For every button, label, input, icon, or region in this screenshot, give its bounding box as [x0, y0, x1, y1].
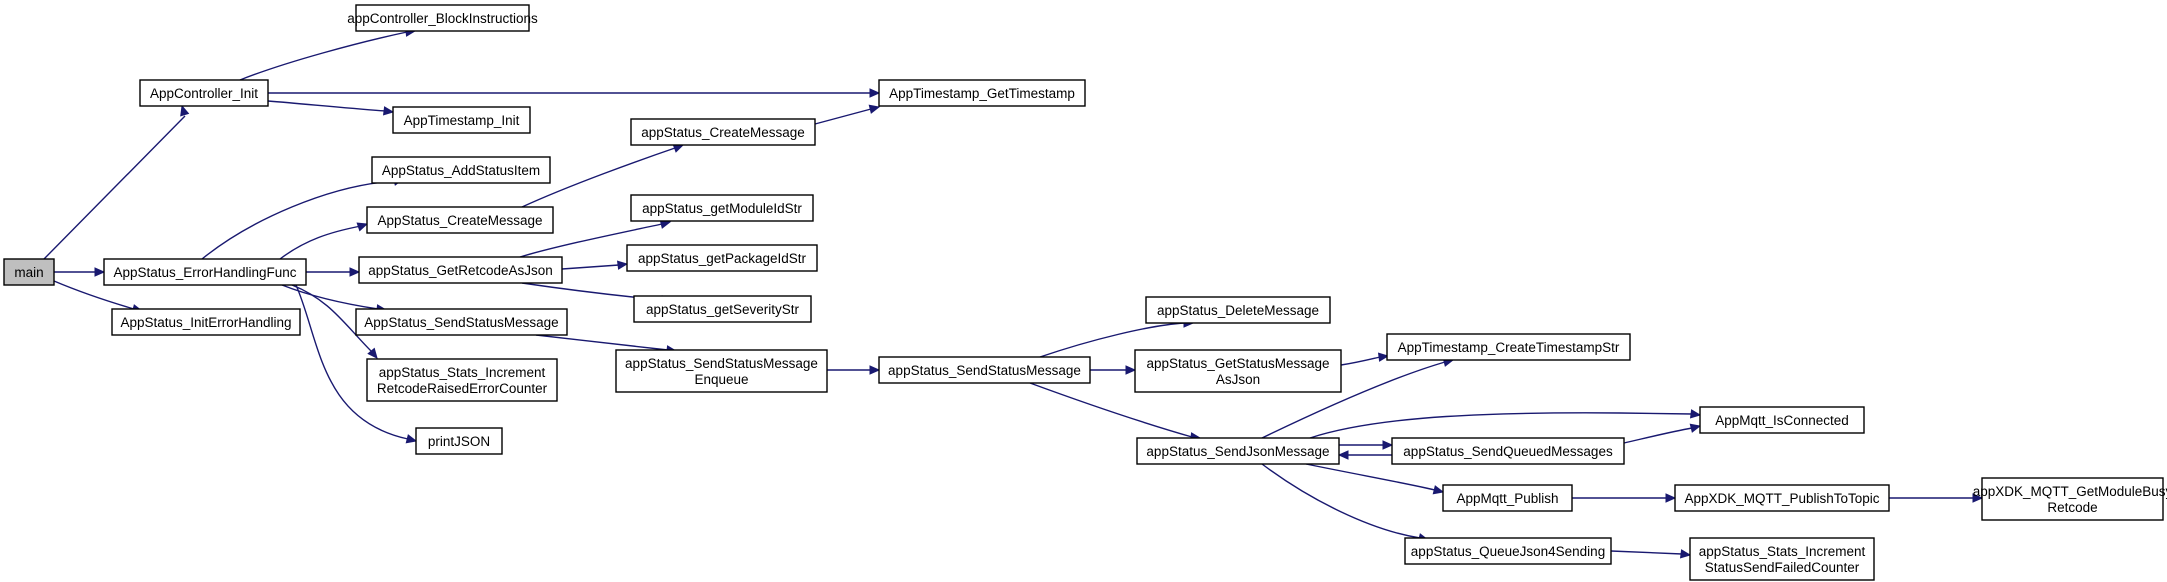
node-sev[interactable]: appStatus_getSeverityStr — [633, 295, 812, 323]
node-label: AppMqtt_IsConnected — [1715, 413, 1849, 428]
edge-main-to-init_err — [53, 280, 144, 314]
edge-send_status-to-get_status_json — [1090, 365, 1137, 375]
edge-send_queued-to-is_connected — [1623, 423, 1702, 444]
node-label: AppMqtt_Publish — [1456, 491, 1558, 506]
node-label: appStatus_SendStatusMessage — [625, 356, 818, 371]
node-err-func[interactable]: AppStatus_ErrorHandlingFunc — [103, 258, 307, 286]
node-label: Retcode — [2047, 500, 2097, 515]
node-get-retcode[interactable]: appStatus_GetRetcodeAsJson — [358, 256, 563, 284]
node-send-queued[interactable]: appStatus_SendQueuedMessages — [1391, 437, 1625, 465]
node-main[interactable]: main — [3, 258, 55, 286]
node-label: appController_BlockInstructions — [347, 11, 538, 26]
node-stats-failed[interactable]: appStatus_Stats_IncrementStatusSendFaile… — [1689, 537, 1875, 581]
edge-queue_json-to-stats_failed — [1610, 549, 1692, 559]
node-label: appStatus_SendStatusMessage — [888, 363, 1081, 378]
edge-err_func-to-get_retcode — [306, 267, 361, 277]
edges-layer — [43, 27, 1984, 559]
node-label: appStatus_getSeverityStr — [646, 302, 800, 317]
edge-ac_init-to-ts_init — [267, 100, 395, 116]
node-ts-get[interactable]: AppTimestamp_GetTimestamp — [878, 79, 1086, 107]
edge-err_func-to-stats_raised — [291, 284, 378, 359]
node-create-msg-pub[interactable]: AppStatus_CreateMessage — [366, 206, 554, 234]
node-publish-topic[interactable]: AppXDK_MQTT_PublishToTopic — [1674, 484, 1890, 512]
edge-publish-to-publish_topic — [1572, 493, 1677, 503]
edge-send_queued-to-send_json — [1337, 450, 1392, 460]
node-label: AppController_Init — [150, 86, 258, 101]
node-ac-block[interactable]: appController_BlockInstructions — [347, 4, 538, 32]
edge-get_retcode-to-pkg_id — [561, 260, 629, 270]
node-label: appStatus_SendJsonMessage — [1146, 444, 1329, 459]
node-create-msg[interactable]: appStatus_CreateMessage — [630, 118, 816, 146]
edge-send_json-to-publish — [1305, 463, 1445, 495]
node-label: RetcodeRaisedErrorCounter — [377, 381, 548, 396]
edge-create_msg-to-ts_get — [814, 104, 881, 125]
node-ts-init[interactable]: AppTimestamp_Init — [392, 106, 531, 134]
node-label: appStatus_QueueJson4Sending — [1411, 544, 1605, 559]
node-label: AppStatus_ErrorHandlingFunc — [113, 265, 296, 280]
node-label: AppTimestamp_Init — [404, 113, 520, 128]
node-label: AppTimestamp_GetTimestamp — [889, 86, 1075, 101]
edge-main-to-err_func — [54, 267, 106, 277]
node-label: Enqueue — [694, 372, 748, 387]
edge-send_json-to-send_queued — [1339, 440, 1394, 450]
edge-main-to-ac_init — [43, 104, 190, 260]
nodes-layer: main AppController_Init appController_Bloc… — [3, 4, 2167, 581]
node-print-json[interactable]: printJSON — [415, 427, 503, 455]
edge-err_func-to-print_json — [295, 284, 418, 444]
node-label: appStatus_DeleteMessage — [1157, 303, 1319, 318]
edge-enqueue-to-send_status — [827, 365, 881, 375]
node-ac-init[interactable]: AppController_Init — [139, 79, 269, 107]
node-send-status-pub[interactable]: AppStatus_SendStatusMessage — [355, 308, 568, 336]
node-publish[interactable]: AppMqtt_Publish — [1442, 484, 1573, 512]
node-label: AppStatus_InitErrorHandling — [120, 315, 291, 330]
node-label: appStatus_getModuleIdStr — [642, 201, 802, 216]
node-queue-json[interactable]: appStatus_QueueJson4Sending — [1404, 537, 1612, 565]
node-label: appStatus_Stats_Increment — [379, 365, 546, 380]
node-label: main — [14, 265, 43, 280]
edge-ac_init-to-ts_get — [268, 88, 881, 98]
node-add-item[interactable]: AppStatus_AddStatusItem — [371, 156, 551, 184]
node-label: appXDK_MQTT_GetModuleBusy — [1973, 484, 2167, 499]
node-label: appStatus_GetStatusMessage — [1146, 356, 1329, 371]
node-label: AppStatus_SendStatusMessage — [364, 315, 558, 330]
node-label: AsJson — [1216, 372, 1260, 387]
node-send-status[interactable]: appStatus_SendStatusMessage — [878, 356, 1091, 384]
edge-publish_topic-to-busy — [1889, 493, 1984, 503]
node-send-json[interactable]: appStatus_SendJsonMessage — [1136, 437, 1340, 465]
node-delete-msg[interactable]: appStatus_DeleteMessage — [1145, 296, 1331, 324]
edge-ac_init-to-ac_block — [239, 27, 417, 81]
node-label: appStatus_GetRetcodeAsJson — [368, 263, 553, 278]
node-label: AppStatus_CreateMessage — [377, 213, 542, 228]
node-label: AppStatus_AddStatusItem — [382, 163, 540, 178]
node-ts-create[interactable]: AppTimestamp_CreateTimestampStr — [1386, 333, 1631, 361]
edge-err_func-to-create_msg_pub — [279, 222, 369, 260]
node-label: AppXDK_MQTT_PublishToTopic — [1684, 491, 1879, 506]
node-pkg-id[interactable]: appStatus_getPackageIdStr — [626, 244, 818, 272]
node-label: AppTimestamp_CreateTimestampStr — [1398, 340, 1620, 355]
edge-send_json-to-is_connected — [1309, 409, 1702, 439]
node-mod-id[interactable]: appStatus_getModuleIdStr — [630, 194, 814, 222]
node-label: appStatus_Stats_Increment — [1699, 544, 1866, 559]
node-label: appStatus_getPackageIdStr — [638, 251, 807, 266]
node-label: printJSON — [428, 434, 490, 449]
node-label: appStatus_CreateMessage — [641, 125, 805, 140]
edge-send_json-to-queue_json — [1261, 463, 1430, 543]
node-label: StatusSendFailedCounter — [1705, 560, 1860, 575]
node-is-connected[interactable]: AppMqtt_IsConnected — [1699, 406, 1865, 434]
node-label: appStatus_SendQueuedMessages — [1403, 444, 1613, 459]
node-stats-raised[interactable]: appStatus_Stats_IncrementRetcodeRaisedEr… — [366, 358, 558, 402]
node-init-err[interactable]: AppStatus_InitErrorHandling — [111, 308, 301, 336]
edge-get_status_json-to-ts_create — [1340, 352, 1390, 366]
